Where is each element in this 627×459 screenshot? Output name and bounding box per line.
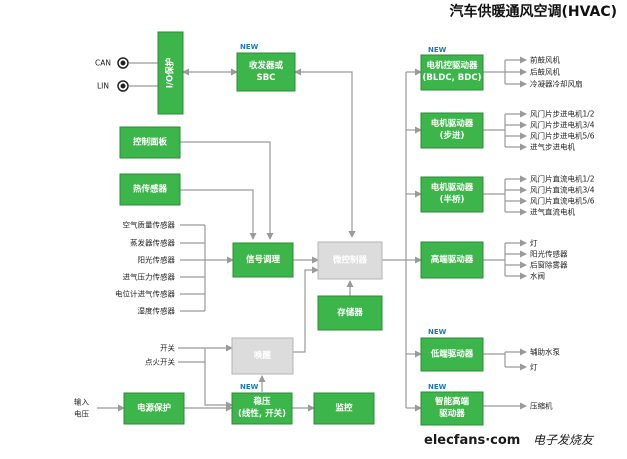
watermark: elecfans·com 电子发烧友 (424, 433, 595, 448)
high-side-driver-block: 高端驱动器 (420, 241, 484, 279)
regulator-label-1: 稳压 (253, 396, 271, 407)
output-label: 后鼓风机 (530, 67, 560, 77)
low-side-driver-block: 低端驱动器 (420, 337, 484, 372)
transceiver-label-1: 收发器或 (249, 60, 284, 71)
mcu-label: 微控制器 (332, 255, 368, 266)
can-connector: CAN (95, 57, 129, 69)
motor-driver-halfbridge-label-1: 电机驱动器 (431, 182, 474, 193)
memory-label: 存储器 (336, 307, 363, 318)
control-panel-label: 控制面板 (133, 137, 168, 148)
lin-label: LIN (97, 82, 109, 91)
monitor-block: 监控 (313, 392, 375, 425)
sensor-list: 空气质量传感器 蒸发器传感器 阳光传感器 进气压力传感器 电位计进气传感器 湿度… (115, 220, 175, 316)
transceiver-label-2: SBC (257, 73, 276, 83)
diagram-title: 汽车供暖通风空调(HVAC) (449, 3, 617, 20)
sensor-label: 空气质量传感器 (123, 220, 176, 230)
output-label: 后窗除雾器 (530, 260, 568, 270)
output-label: 水阀 (530, 271, 545, 281)
transceiver-block: 收发器或 SBC (236, 52, 296, 92)
signal-conditioning-block: 信号调理 (232, 242, 294, 278)
wakeup-block: 唤醒 (231, 337, 294, 375)
regulator-label-2: (线性, 开关) (238, 408, 286, 419)
io-protect-label: I/O保护 (165, 57, 176, 88)
power-protect-label: 电源保护 (137, 403, 172, 414)
output-label: 风门片直流电机1/2 (530, 174, 595, 184)
output-label: 风门片步进电机3/4 (530, 120, 595, 130)
motor-driver-stepper-label-2: (步进) (440, 130, 465, 141)
low-side-driver-label: 低端驱动器 (430, 349, 474, 360)
sensor-label: 蒸发器传感器 (130, 238, 175, 248)
high-side-outputs: 灯 阳光传感器 后窗除雾器 水阀 (530, 238, 568, 281)
memory-block: 存储器 (317, 295, 383, 331)
wakeup-label: 唤醒 (254, 350, 272, 361)
smart-high-side-driver-label-2: 驱动器 (439, 408, 465, 419)
low-side-outputs: 辅助水泵 灯 (530, 347, 560, 372)
output-label: 风门片步进电机1/2 (530, 109, 595, 119)
watermark-brand: elecfans·com (424, 433, 520, 448)
thermal-sensor-label: 热传感器 (133, 184, 168, 195)
regulator-block: 稳压 (线性, 开关) (231, 392, 293, 425)
motor-driver-stepper-block: 电机驱动器 (步进) (420, 112, 484, 149)
io-protect-block: I/O保护 (157, 31, 184, 115)
lin-connector: LIN (97, 80, 129, 92)
sensor-label: 进气压力传感器 (123, 272, 176, 282)
output-label: 风门片直流电机5/6 (530, 196, 595, 206)
input-voltage-label-2: 电压 (74, 409, 89, 419)
smart-outputs: 压缩机 (530, 401, 553, 411)
output-label: 前鼓风机 (530, 55, 560, 65)
output-label: 辅助水泵 (530, 347, 560, 357)
output-label: 风门片步进电机5/6 (530, 131, 595, 141)
new-badge: NEW (240, 383, 259, 391)
new-badge: NEW (240, 43, 259, 51)
mcu-block: 微控制器 (317, 241, 383, 280)
thermal-sensor-block: 热传感器 (119, 173, 181, 206)
output-label: 灯 (530, 238, 538, 248)
can-label: CAN (95, 59, 111, 68)
sensor-label: 湿度传感器 (138, 306, 176, 316)
smart-high-side-driver-label-1: 智能高端 (434, 396, 470, 407)
motor-driver-stepper-label-1: 电机驱动器 (431, 118, 474, 129)
switch-label: 开关 (160, 343, 175, 353)
motor-driver-halfbridge-label-2: (半桥) (440, 194, 465, 205)
halfbridge-outputs: 风门片直流电机1/2 风门片直流电机3/4 风门片直流电机5/6 进气直流电机 (530, 174, 595, 217)
power-protect-block: 电源保护 (123, 392, 185, 425)
output-label: 进气步进电机 (530, 142, 575, 152)
stepper-outputs: 风门片步进电机1/2 风门片步进电机3/4 风门片步进电机5/6 进气步进电机 (530, 109, 595, 152)
smart-high-side-driver-block: 智能高端 驱动器 (420, 391, 484, 426)
signal-conditioning-label: 信号调理 (246, 254, 281, 265)
input-voltage-label-1: 输入 (74, 397, 89, 407)
motor-driver-halfbridge-block: 电机驱动器 (半桥) (420, 176, 484, 213)
motor-driver-bldc-label-1: 电机控驱动器 (426, 60, 478, 71)
new-badge: NEW (428, 328, 447, 336)
new-badge: NEW (428, 383, 447, 391)
output-label: 灯 (530, 362, 538, 372)
motor-driver-bldc-block: 电机控驱动器 (BLDC, BDC) (420, 54, 484, 91)
output-label: 阳光传感器 (530, 249, 568, 259)
ignition-switch-label: 点火开关 (145, 357, 175, 367)
output-label: 压缩机 (530, 401, 553, 411)
watermark-cn: 电子发烧友 (533, 433, 595, 447)
motor-driver-bldc-label-2: (BLDC, BDC) (423, 73, 482, 83)
new-badge: NEW (428, 46, 447, 54)
output-label: 冷凝器冷却风扇 (530, 79, 583, 89)
high-side-driver-label: 高端驱动器 (431, 254, 474, 265)
bldc-outputs: 前鼓风机 后鼓风机 冷凝器冷却风扇 (530, 55, 583, 89)
output-label: 进气直流电机 (530, 207, 575, 217)
connection-lines (97, 56, 527, 412)
control-panel-block: 控制面板 (119, 126, 181, 159)
sensor-label: 电位计进气传感器 (115, 289, 175, 299)
monitor-label: 监控 (335, 403, 353, 414)
sensor-label: 阳光传感器 (138, 255, 176, 265)
output-label: 风门片直流电机3/4 (530, 185, 595, 195)
